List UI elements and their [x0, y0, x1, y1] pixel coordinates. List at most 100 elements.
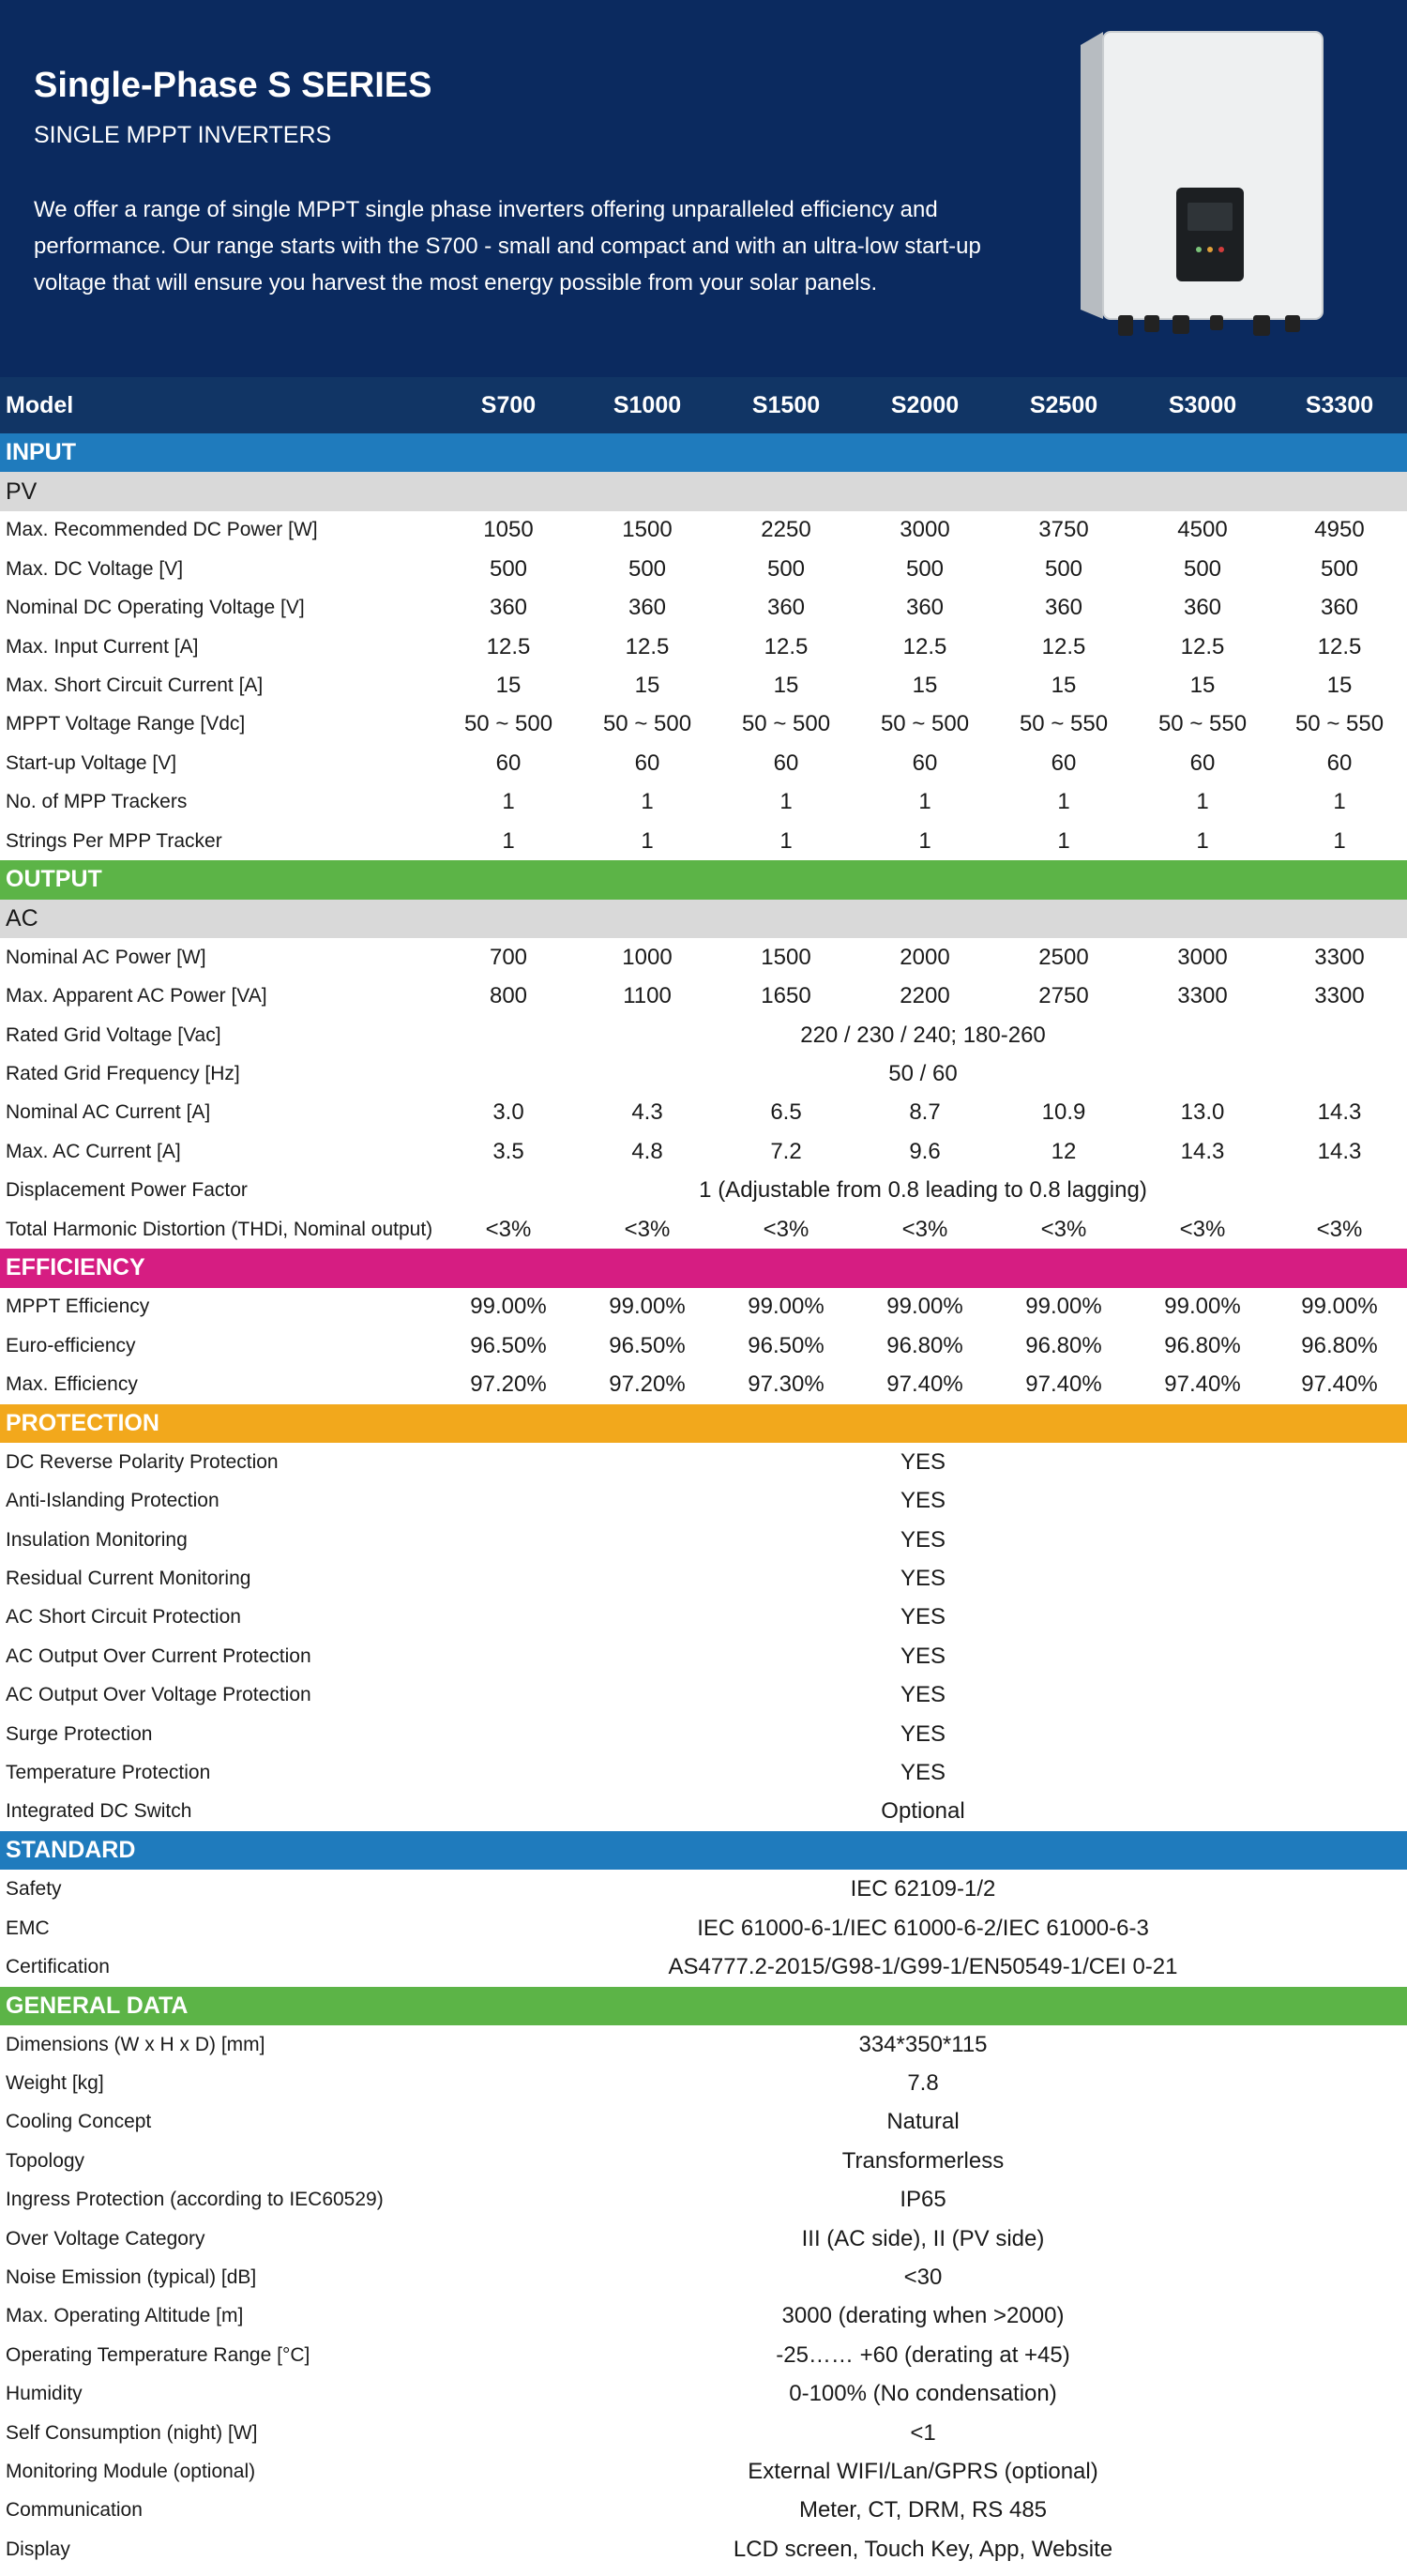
spec-label: Operating Temperature Range [°C] [6, 2343, 310, 2366]
spec-value: 12.5 [625, 633, 670, 659]
spec-row: Display LCD screen, Touch Key, App, Websi… [0, 2530, 1407, 2568]
section-header: OUTPUT [0, 860, 1407, 900]
spec-value: 60 [1326, 750, 1353, 776]
spec-value: 50 ~ 550 [1294, 711, 1384, 737]
spec-value: 99.00% [470, 1294, 547, 1320]
model-name-s2000: S2000 [855, 377, 994, 433]
spec-value-all-models: 334*350*115 [858, 2031, 988, 2057]
spec-value: 1 [641, 827, 654, 854]
spec-label: Humidity [6, 2383, 83, 2405]
spec-value: 15 [773, 673, 799, 699]
spec-label: Surge Protection [6, 1722, 153, 1745]
spec-value-all-models: -25…… +60 (derating at +45) [776, 2341, 1070, 2368]
spec-label: Over Voltage Category [6, 2227, 205, 2250]
spec-row: Total Harmonic Distortion (THDi, Nominal… [0, 1210, 1407, 1249]
spec-value: 1500 [761, 944, 811, 970]
model-name-s2500: S2500 [994, 377, 1133, 433]
spec-value-all-models: YES [900, 1759, 946, 1785]
spec-label: Integrated DC Switch [6, 1800, 192, 1823]
spec-value: 97.40% [1164, 1371, 1241, 1398]
model-name-s3300: S3300 [1272, 377, 1407, 433]
spec-label: Start-up Voltage [V] [6, 751, 177, 774]
spec-label: Max. Apparent AC Power [VA] [6, 985, 267, 1008]
spec-label: Rated Grid Voltage [Vac] [6, 1023, 221, 1046]
spec-value: 500 [628, 555, 667, 582]
spec-value: 1000 [622, 944, 673, 970]
spec-value: 500 [1044, 555, 1083, 582]
spec-label: AC Short Circuit Protection [6, 1606, 241, 1629]
spec-label: Display [6, 2538, 70, 2560]
spec-value-all-models: IP65 [900, 2187, 946, 2213]
spec-value-all-models: III (AC side), II (PV side) [801, 2225, 1045, 2251]
spec-label: MPPT Voltage Range [Vdc] [6, 713, 246, 735]
spec-value: 12.5 [1041, 633, 1086, 659]
spec-row: Self Consumption (night) [W]<1 [0, 2414, 1407, 2452]
spec-label: Max. DC Voltage [V] [6, 557, 184, 580]
spec-value: 97.20% [470, 1371, 547, 1398]
spec-value: 8.7 [909, 1099, 941, 1126]
spec-value: 1050 [483, 517, 534, 543]
spec-value: 500 [1320, 555, 1359, 582]
spec-value: 97.40% [1301, 1371, 1378, 1398]
spec-value-all-models: 50 / 60 [888, 1060, 958, 1086]
spec-value: 500 [1183, 555, 1222, 582]
spec-row: Noise Emission (typical) [dB]<30 [0, 2258, 1407, 2296]
spec-label: Nominal AC Current [A] [6, 1101, 211, 1124]
spec-value: 800 [489, 983, 528, 1009]
spec-label: Max. Efficiency [6, 1373, 138, 1396]
inverter-product-image [1081, 31, 1324, 336]
spec-value-all-models: 7.8 [907, 2070, 939, 2097]
spec-row: Surge Protection YES [0, 1715, 1407, 1753]
spec-value: 14.3 [1317, 1099, 1362, 1126]
subsection-title: AC [0, 899, 1407, 939]
spec-value: 50 ~ 550 [1019, 711, 1109, 737]
spec-value-all-models: YES [900, 1720, 946, 1747]
spec-value: 96.80% [1164, 1332, 1241, 1358]
spec-value: 50 ~ 500 [463, 711, 553, 737]
spec-label: Insulation Monitoring [6, 1528, 188, 1551]
spec-label: Total Harmonic Distortion (THDi, Nominal… [6, 1218, 433, 1240]
spec-value: <3% [763, 1216, 809, 1242]
spec-label: Max. Operating Altitude [m] [6, 2305, 244, 2327]
spec-value: 1 [1196, 789, 1209, 815]
spec-value: 14.3 [1180, 1138, 1225, 1164]
spec-label: Strings Per MPP Tracker [6, 829, 222, 852]
page-title: Single-Phase S SERIES [34, 66, 432, 105]
spec-row: Operating Temperature Range [°C] -25…… +6… [0, 2336, 1407, 2374]
section-header: GENERAL DATA [0, 1986, 1407, 2026]
spec-value-all-models: YES [900, 1526, 946, 1553]
spec-value: 1 [502, 827, 515, 854]
spec-label: Displacement Power Factor [6, 1179, 248, 1202]
spec-label: Max. AC Current [A] [6, 1140, 181, 1162]
spec-value: 1650 [761, 983, 811, 1009]
spec-value: 9.6 [909, 1138, 941, 1164]
spec-value: 10.9 [1041, 1099, 1086, 1126]
section-title: STANDARD [0, 1831, 1407, 1871]
spec-row: Monitoring Module (optional)External WIF… [0, 2452, 1407, 2491]
spec-value-all-models: 0-100% (No condensation) [789, 2381, 1057, 2407]
spec-value: 15 [1189, 673, 1216, 699]
spec-value-all-models: LCD screen, Touch Key, App, Website [733, 2536, 1113, 2562]
spec-value: 6.5 [770, 1099, 802, 1126]
spec-value: 12.5 [902, 633, 947, 659]
spec-value-all-models: YES [900, 1604, 946, 1630]
spec-label: Rated Grid Frequency [Hz] [6, 1062, 240, 1084]
spec-label: DC Reverse Polarity Protection [6, 1450, 279, 1473]
spec-value: 1 [502, 789, 515, 815]
spec-value-all-models: Meter, CT, DRM, RS 485 [798, 2497, 1048, 2523]
spec-value: 3300 [1314, 983, 1365, 1009]
spec-value: 99.00% [1025, 1294, 1102, 1320]
